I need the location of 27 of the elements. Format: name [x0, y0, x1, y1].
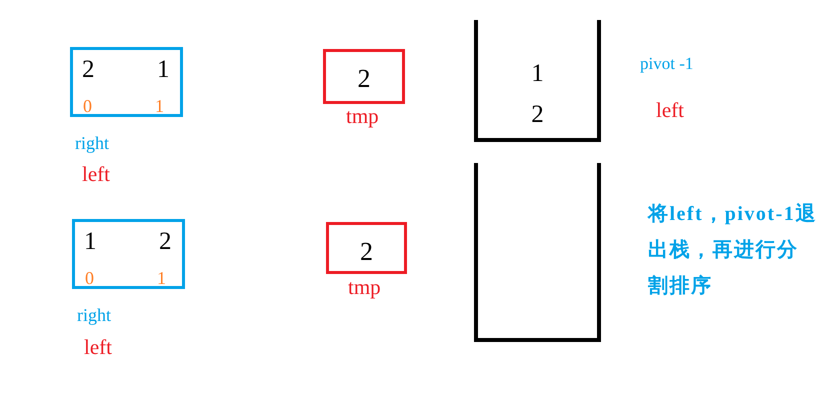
pointer-label: left: [656, 100, 684, 121]
tmp-value: 2: [360, 239, 373, 265]
element-value: 1: [157, 57, 170, 82]
caption-label: tmp: [348, 277, 381, 298]
pointer-label: right: [77, 306, 111, 324]
element-value: 2: [159, 229, 172, 254]
element-value: 2: [82, 57, 94, 82]
tmp-box: [326, 222, 407, 274]
element-value: 1: [84, 229, 96, 254]
pointer-label: pivot -1: [640, 55, 694, 72]
pointer-label: left: [84, 337, 112, 358]
stack-container: [474, 163, 601, 342]
note-text: 将left，pivot-1退出栈，再进行分割排序: [648, 202, 818, 299]
index-number: 0: [83, 97, 92, 115]
index-number: 1: [155, 97, 164, 115]
array-box: [72, 219, 185, 289]
index-number: 0: [85, 269, 94, 287]
tmp-box: [323, 49, 405, 104]
pointer-label: left: [82, 164, 110, 185]
stack-container: [474, 20, 601, 142]
stack-value: 2: [531, 102, 544, 127]
index-number: 1: [157, 269, 166, 287]
array-box: [70, 47, 183, 117]
stack-value: 1: [531, 61, 544, 86]
pointer-label: right: [75, 134, 109, 152]
caption-label: tmp: [346, 106, 379, 127]
tmp-value: 2: [358, 66, 370, 92]
